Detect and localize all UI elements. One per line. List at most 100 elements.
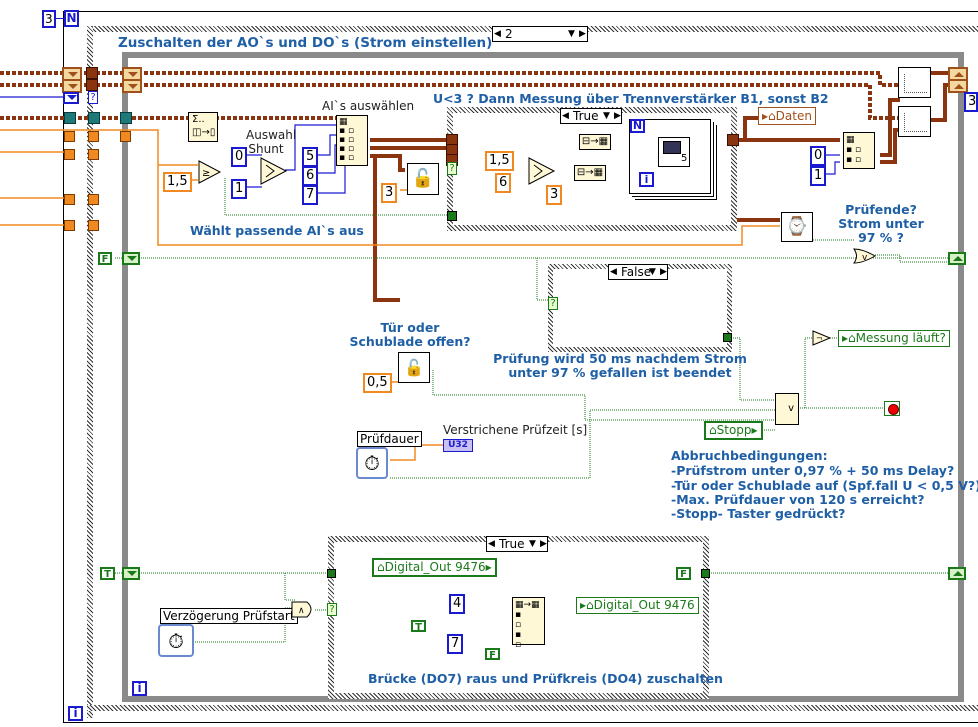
bottom-shift-register-left[interactable] [122,567,140,580]
index-1-constant[interactable]: 1 [810,166,827,186]
do4-true-constant[interactable]: T [411,620,426,633]
orange-tunnel-5 [88,149,99,160]
bottom-case-in-tunnel [327,569,336,578]
while-loop-left [122,52,128,702]
door-threshold-constant[interactable]: 0,5 [363,373,392,393]
comparator-greater-icon: ≥ [198,160,222,184]
pruefdauer-timer[interactable]: ⏱ [356,447,388,479]
sequence-frame-selector[interactable]: ◀ 2 ▼ ▶ [492,26,588,42]
orange-tunnel-8 [64,220,75,231]
or-gate-icon: v [853,248,876,264]
lock-subvi[interactable]: 🔓 [407,163,439,195]
messung-laeuft-variable[interactable]: ▸⌂Messung läuft? [838,330,950,347]
watch-icon: ⌚ [785,216,809,237]
shunt-select-1-constant[interactable]: 1 [231,179,248,199]
subvi-badge: 5 [681,153,688,164]
false-case-comment: Prüfung wird 50 ms nachdem Strom unter 9… [493,351,747,380]
index-array-ai-node[interactable]: ▦▪ ▫▪ ▫▪ ▫▪ ▫ [336,115,368,166]
digital-out-read-variable[interactable]: ⌂Digital_Out 9476▸ [372,558,497,577]
next-false-arrow[interactable]: ▶ [660,267,667,277]
while-loop-top [122,52,964,58]
waveform-icon [663,141,681,154]
global-read-icon: ⌂ [709,423,717,437]
delay-timer[interactable]: ⏱ [158,624,194,657]
graph-indicator-1[interactable] [898,67,931,98]
do7-index-constant[interactable]: 7 [447,634,464,654]
ai-select-label: AI`s auswählen [322,99,415,113]
ai6-constant[interactable]: 6 [302,166,319,186]
sequence-tunnel-1 [86,67,98,79]
task-property-node[interactable]: Σ..◫→▯ [188,112,218,142]
next-frame-arrow[interactable]: ▶ [579,29,586,39]
build-array-node-2[interactable]: ⊟→▦ [574,165,606,181]
orange-tunnel-3 [120,131,131,142]
prev-false-arrow[interactable]: ◀ [610,267,617,277]
false-case-selector[interactable]: ◀ False ▼ ▶ [608,264,668,280]
index-array-output-node[interactable]: ▦▪ ▫▪ ▫ [843,132,875,169]
orange-tunnel-4 [64,149,75,160]
measure-size-constant[interactable]: 3 [546,185,563,205]
bool-shift-register-right[interactable] [948,252,966,265]
sequence-selector-tunnel: ? [88,91,98,104]
loop-count-constant[interactable]: 3 [42,10,56,28]
bottom-dropdown-arrow[interactable]: ▼ [529,539,536,549]
pruefende-comment: Prüfende? Strom unter 97 % ? [838,202,924,245]
bool-shift-register-left[interactable] [122,252,140,265]
int-shift-register[interactable] [63,92,79,104]
right-count-constant[interactable]: 3 [964,92,978,112]
next-bottom-arrow[interactable]: ▶ [540,539,547,549]
timer-subvi[interactable]: ⌚ [781,212,813,242]
index-0-constant[interactable]: 0 [810,146,827,166]
prev-bottom-arrow[interactable]: ◀ [488,539,495,549]
case-dropdown-arrow[interactable]: ▼ [603,111,610,121]
elapsed-time-indicator[interactable]: U32 [443,439,473,452]
digital-out-write-variable[interactable]: ▸⌂Digital_Out 9476 [576,597,699,614]
lock-const[interactable]: 3 [381,183,398,203]
orange-tunnel-9 [88,220,99,231]
graph-indicator-2[interactable] [898,106,931,137]
while-shift-register-2[interactable] [122,79,142,93]
shift-register-left-2[interactable] [62,79,82,93]
global-icon: ▸⌂ [762,109,776,123]
daten-global-variable[interactable]: ▸⌂Daten [758,107,816,125]
build-array-node-1[interactable]: ⊟→▦ [579,134,611,150]
do4-index-constant[interactable]: 4 [449,594,466,614]
door-lock-subvi[interactable]: 🔓 [398,352,430,383]
measure-case-comment: U<3 ? Dann Messung über Trennverstärker … [433,91,829,106]
stopwatch-icon: ⏱ [364,451,380,475]
shunt-select-0-constant[interactable]: 0 [231,147,248,167]
threshold-constant[interactable]: 1,5 [163,172,192,192]
init-true-constant[interactable]: T [100,567,115,580]
ai7-constant[interactable]: 7 [302,185,319,205]
shunt-select-label: Auswahl Shunt [246,128,297,156]
bottom-out-false-constant[interactable]: F [676,567,691,580]
stop-condition-terminal[interactable] [884,401,900,416]
delay-label: Verzögerung Prüfstart [160,608,298,624]
svg-text:¬: ¬ [816,334,823,343]
next-case-arrow[interactable]: ▶ [614,111,621,121]
for-iteration-terminal: i [68,706,83,721]
ai5-constant[interactable]: 5 [302,147,319,167]
inner-loop-count-terminal: N [630,119,645,133]
outer-for-loop [63,11,978,723]
do7-false-constant[interactable]: F [485,648,500,661]
replace-array-subset-node[interactable]: ▦→▦▪▫▪▫ [512,597,545,650]
bottom-case-selector[interactable]: ◀ True ▼ ▶ [486,536,548,552]
waveform-subvi[interactable]: 5 [658,137,690,167]
bottom-shift-register-right[interactable] [948,567,966,580]
stopp-global-variable[interactable]: ⌂Stopp▸ [704,421,763,440]
measure-case-selector[interactable]: ◀ True ▼ ▶ [560,108,622,124]
bottom-case-out-tunnel [701,569,710,578]
prev-frame-arrow[interactable]: ◀ [494,29,501,39]
door-unlock-icon: 🔓 [404,358,424,377]
measure-threshold-constant[interactable]: 1,5 [485,151,514,171]
false-dropdown-arrow[interactable]: ▼ [649,267,656,277]
abbruch-line-4: -Stopp- Taster gedrückt? [671,506,846,521]
compound-or-node[interactable]: v [775,393,799,425]
stop-false-constant[interactable]: F [98,252,112,265]
dropdown-arrow[interactable]: ▼ [568,29,575,39]
svg-text:∧: ∧ [298,606,305,616]
prev-case-arrow[interactable]: ◀ [562,111,569,121]
measure-alt-constant[interactable]: 6 [495,173,512,193]
while-shift-register-right-2[interactable] [948,79,968,93]
